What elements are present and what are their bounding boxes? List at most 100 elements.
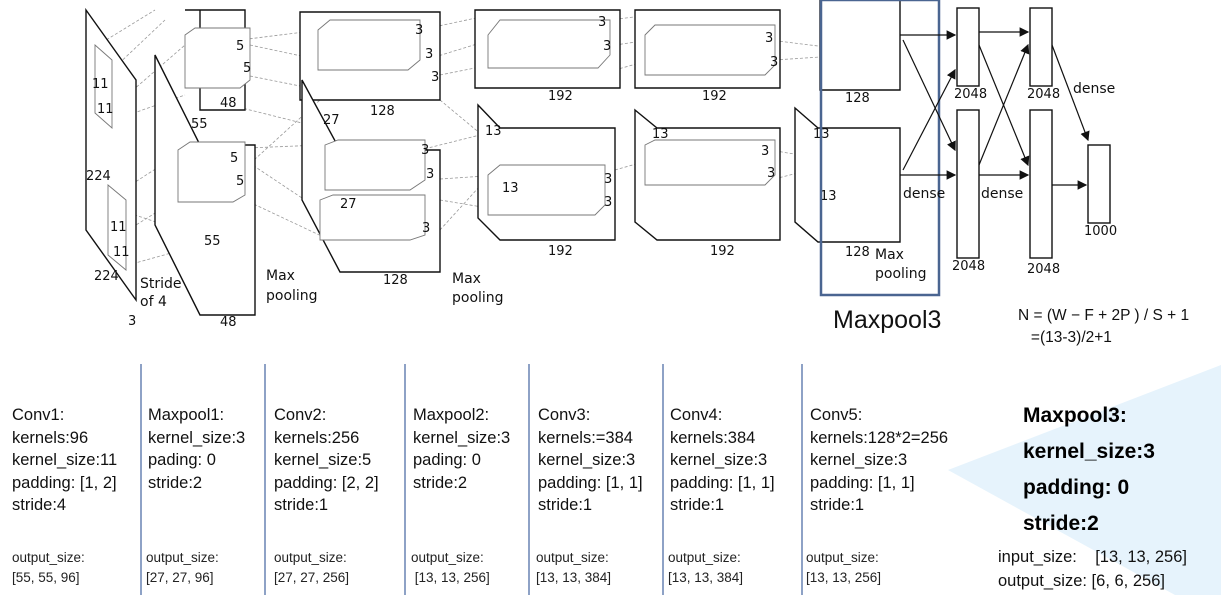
- label-maxpool-3-b: pooling: [875, 266, 927, 282]
- conv5-info: Conv5: kernels:128*2=256 kernel_size:3 p…: [806, 404, 948, 585]
- conv4-stride: stride:1: [670, 496, 725, 514]
- label-k3-5: 3: [426, 167, 434, 182]
- conv2-title: Conv2:: [274, 406, 327, 424]
- label-maxpool-1-b: pooling: [266, 288, 318, 304]
- label-k3-12: 3: [770, 55, 778, 70]
- label-k3-10: 3: [604, 195, 612, 210]
- label-128-b: 128: [383, 273, 408, 288]
- conv1-output: output_size:[55, 55, 96]: [12, 548, 85, 588]
- output-label: output_size:: [806, 550, 879, 565]
- label-k3-7: 3: [598, 15, 606, 30]
- label-48-a: 48: [220, 96, 237, 111]
- formula-line-1: N = (W − F + 2P ) / S + 1: [1018, 307, 1190, 324]
- conv4-kernels: kernels:384: [670, 428, 756, 447]
- conv1-kernel-size: kernel_size:11: [12, 451, 118, 469]
- conv3-info: Conv3: kernels:=384 kernel_size:3 paddin…: [536, 404, 643, 585]
- output-value: [27, 27, 256]: [274, 570, 350, 585]
- maxpool2-title: Maxpool2:: [413, 406, 490, 424]
- maxpool2-padding: pading: 0: [413, 451, 481, 469]
- label-stride-1: Stride: [140, 276, 182, 292]
- label-128-d: 128: [845, 245, 870, 260]
- label-maxpool-1-a: Max: [266, 268, 295, 284]
- label-maxpool-2-b: pooling: [452, 290, 504, 306]
- maxpool3-title: Maxpool3:: [1023, 404, 1127, 427]
- label-k3-14: 3: [767, 166, 775, 181]
- maxpool3-stride: stride:2: [1023, 512, 1099, 535]
- maxpool1-title: Maxpool1:: [148, 406, 225, 424]
- output-value: [13, 13, 384]: [536, 570, 612, 585]
- connection-lines: [97, 9, 851, 266]
- label-128-a: 128: [370, 104, 395, 119]
- maxpool2-kernel-size: kernel_size:3: [413, 428, 511, 447]
- maxpool1-stride: stride:2: [148, 473, 203, 492]
- label-1000: 1000: [1084, 224, 1117, 239]
- label-128-c: 128: [845, 91, 870, 106]
- maxpool1-output: output_size: [27, 27, 96]: [146, 548, 219, 588]
- label-13-a: 13: [485, 124, 502, 139]
- label-2048-d: 2048: [1027, 262, 1060, 277]
- conv3-output: output_size: [13, 13, 384]: [536, 548, 611, 588]
- label-k3-13: 3: [761, 144, 769, 159]
- conv4-output: output_size:[13, 13, 384]: [668, 548, 743, 588]
- label-k5-b: 5: [243, 61, 251, 76]
- conv4-padding: padding: [1, 1]: [670, 473, 775, 492]
- conv3-volume: [474, 9, 621, 241]
- label-11-d: 11: [113, 245, 130, 260]
- label-dense-3: dense: [1073, 81, 1115, 97]
- highlight-triangle: [948, 365, 1221, 595]
- maxpool1-info: Maxpool1: kernel_size:3 pading: 0 stride…: [146, 404, 245, 585]
- label-k3-2: 3: [425, 47, 433, 62]
- maxpool3-kernel-size: kernel_size:3: [1023, 440, 1155, 463]
- label-maxpool-2-a: Max: [452, 271, 481, 287]
- label-dense-1: dense: [903, 186, 945, 202]
- label-stride-2: of 4: [140, 294, 167, 310]
- label-k3-8: 3: [603, 39, 611, 54]
- maxpool3-input-size: input_size: [13, 13, 256]: [998, 548, 1187, 566]
- conv3-title: Conv3:: [538, 406, 591, 424]
- conv4-info: Conv4: kernels:384 kernel_size:3 padding…: [668, 404, 775, 585]
- label-192-c: 192: [702, 89, 727, 104]
- conv2-info: Conv2: kernels:256 kernel_size:5 padding…: [274, 404, 379, 585]
- separator-2: [264, 364, 266, 595]
- formula-line-2: =(13-3)/2+1: [1018, 329, 1112, 346]
- label-224-a: 224: [86, 169, 111, 184]
- conv2-volume: [299, 11, 441, 273]
- label-48-b: 48: [220, 315, 237, 330]
- label-192-a: 192: [548, 89, 573, 104]
- label-192-d: 192: [710, 244, 735, 259]
- output-value: [27, 27, 96]: [146, 570, 214, 585]
- conv3-stride: stride:1: [538, 496, 593, 514]
- conv2-stride: stride:1: [274, 496, 329, 514]
- conv1-title: Conv1:: [12, 406, 65, 424]
- label-dense-2: dense: [981, 186, 1023, 202]
- conv1-stride: stride:4: [12, 496, 67, 514]
- separator-5: [662, 364, 664, 595]
- output-label: output_size:: [146, 550, 219, 565]
- label-k3-6: 3: [422, 221, 430, 236]
- label-k3-11: 3: [765, 31, 773, 46]
- output-value: [13, 13, 256]: [411, 570, 490, 585]
- input-volume: [85, 7, 137, 303]
- output-label: output_size:: [668, 550, 741, 565]
- maxpool1-padding: pading: 0: [148, 451, 216, 469]
- maxpool3-output-size: output_size: [6, 6, 256]: [998, 572, 1165, 590]
- output-label: output_size:: [536, 550, 609, 565]
- label-13-c: 13: [652, 127, 669, 142]
- label-11-a: 11: [92, 77, 109, 92]
- label-11-c: 11: [110, 220, 127, 235]
- conv1-padding: padding: [1, 2]: [12, 473, 117, 492]
- output-label: output_size:: [274, 550, 347, 565]
- conv5-stride: stride:1: [810, 496, 865, 514]
- label-k5-c: 5: [230, 151, 238, 166]
- conv5-title: Conv5:: [810, 406, 863, 424]
- conv1-volume: [154, 9, 256, 316]
- maxpool3-highlight-box: [819, 0, 941, 297]
- label-k3-3: 3: [431, 70, 439, 85]
- label-55-a: 55: [191, 117, 208, 132]
- conv2-kernel-size: kernel_size:5: [274, 451, 372, 469]
- conv4-volume: [634, 9, 781, 241]
- separator-3: [404, 364, 406, 595]
- conv5-output: output_size:[13, 13, 256]: [806, 548, 881, 588]
- maxpool2-output: output_size: [13, 13, 256]: [411, 548, 490, 588]
